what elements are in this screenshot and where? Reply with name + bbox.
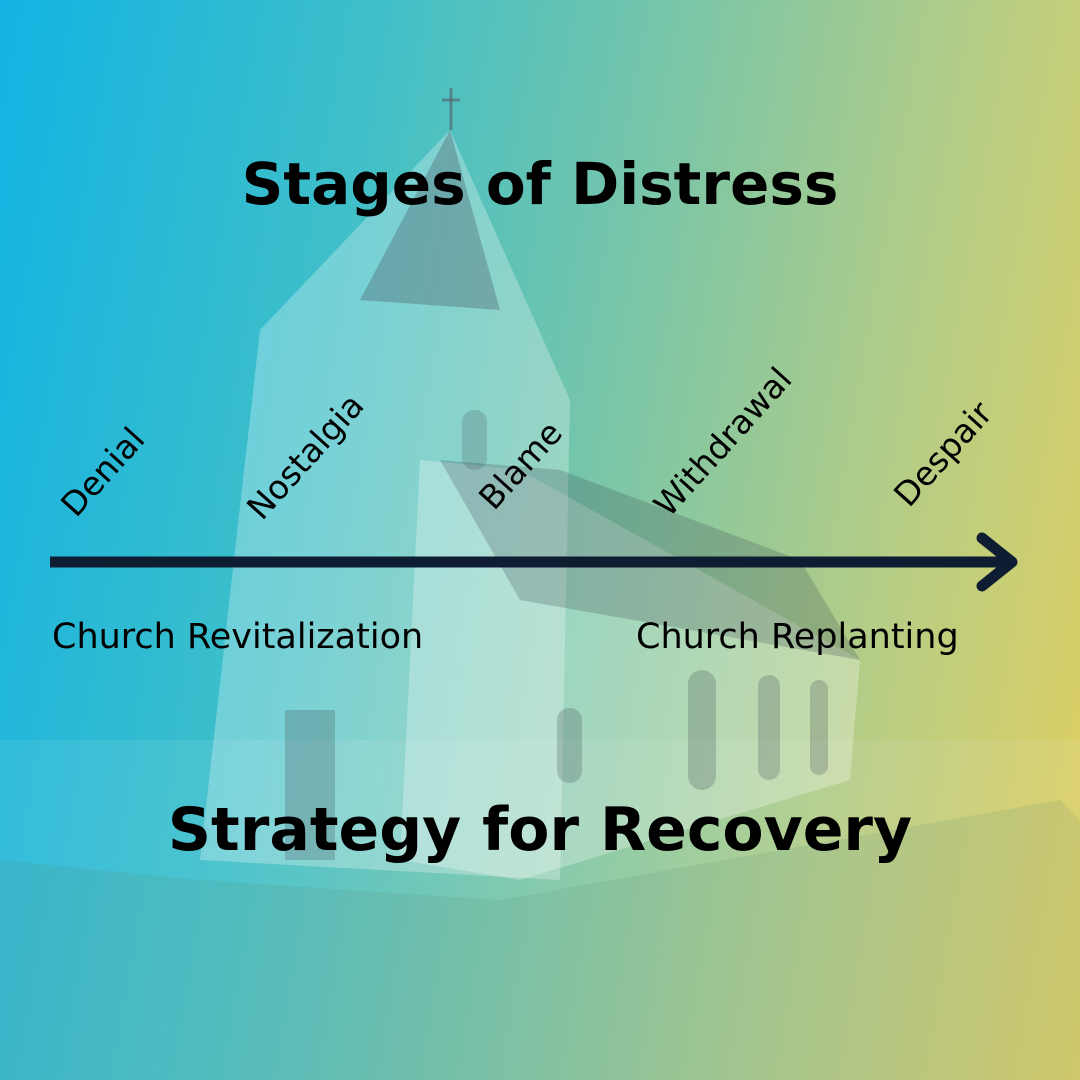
title-stages-of-distress: Stages of Distress [241, 150, 839, 218]
strategy-replanting: Church Replanting [636, 617, 959, 657]
strategy-revitalization: Church Revitalization [52, 617, 424, 657]
title-strategy-for-recovery: Strategy for Recovery [167, 795, 913, 865]
arrow-head-icon [976, 532, 1018, 592]
